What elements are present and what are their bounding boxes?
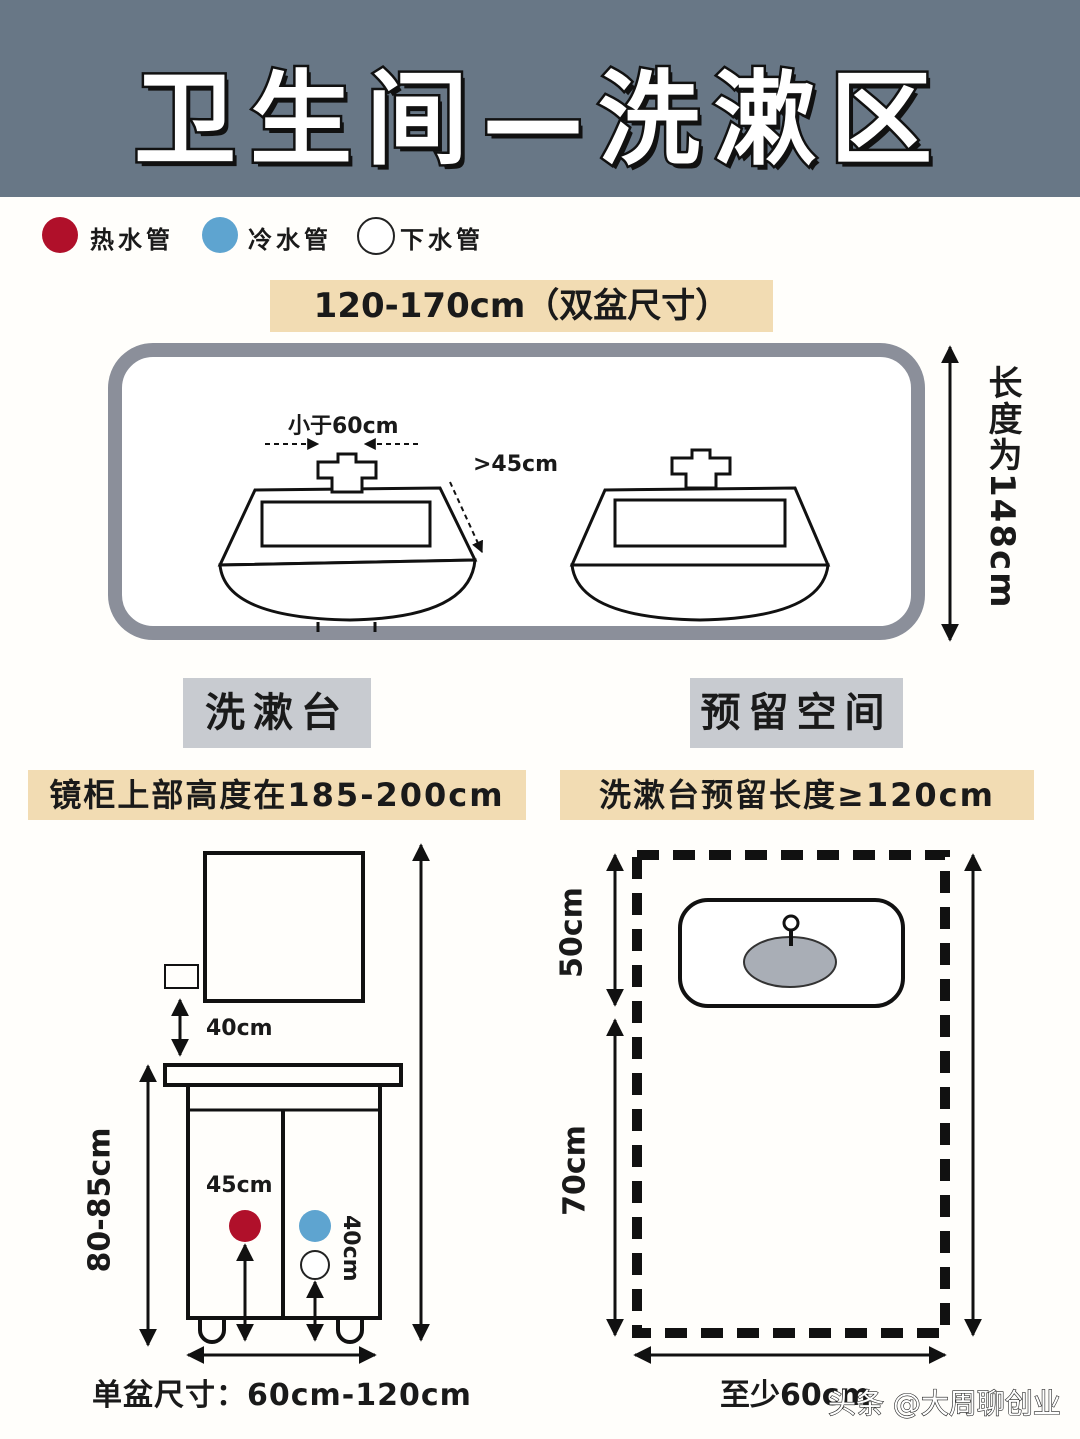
cold-pipe-legend-icon [202,217,238,253]
legend-label-cold: 冷水管 [248,226,332,254]
reserved-banner: 洗漱台预留长度≥120cm [560,770,1034,820]
faucet-gap-label: 小于60cm [288,414,399,439]
socket-gap-label: 40cm [206,1016,273,1041]
hot-pipe-icon [229,1210,261,1242]
vanity-height-label: 80-85cm [82,1127,118,1273]
hot-pipe-height-label: 45cm [206,1173,273,1198]
basin-right-drawing [569,448,831,622]
cold-pipe-icon [299,1210,331,1242]
cold-pipe-height-label: 40cm [338,1215,363,1282]
reserved-width-label: 至少60cm [720,1378,871,1413]
drain-pipe-icon [300,1250,330,1280]
drain-pipe-legend-icon [357,217,395,255]
legend-label-hot: 热水管 [90,226,174,254]
basin-gap-label: >45cm [473,452,559,477]
vanity-heading: 洗漱台 [183,678,371,748]
reserved-area-outline [632,850,950,1338]
watermark: 头条 @大周聊创业 [827,1386,1061,1420]
countertop [163,1063,403,1087]
basin-left-drawing [217,452,478,632]
bottom-depth-label: 70cm [557,1125,593,1216]
vanity-width-label: 单盆尺寸：60cm-120cm [92,1378,472,1413]
legend-label-drain: 下水管 [400,226,484,254]
length-label: 长度为148cm [982,365,1022,610]
double-basin-banner: 120-170cm（双盆尺寸） [270,280,773,332]
reserved-heading: 预留空间 [690,678,903,748]
mirror-cabinet [203,851,365,1003]
header-bar [0,0,1080,197]
vanity-banner: 镜柜上部高度在185-200cm [28,770,526,820]
vanity-drawing [163,851,403,1344]
hot-pipe-legend-icon [42,217,78,253]
socket-icon [164,964,199,989]
page-title: 卫生间—洗漱区 [132,59,946,183]
top-depth-label: 50cm [554,887,590,978]
